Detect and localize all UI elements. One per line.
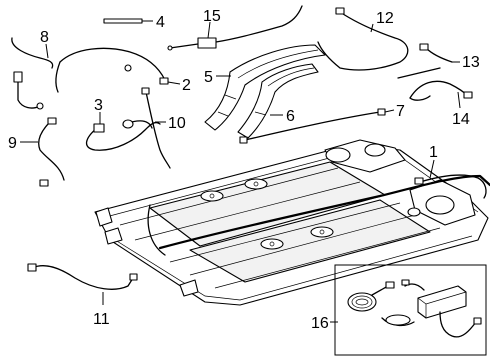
callout-7: 7 — [384, 103, 405, 120]
callout-6-label: 6 — [286, 108, 295, 125]
callout-6: 6 — [270, 108, 295, 125]
part-6-duct — [237, 63, 319, 139]
callout-14: 14 — [452, 91, 470, 128]
part-5-duct — [204, 44, 326, 131]
part-13-lead — [397, 43, 453, 79]
callout-12-label: 12 — [376, 10, 394, 27]
callout-9-label: 9 — [8, 135, 17, 152]
part-14-lead — [409, 80, 473, 101]
callout-1: 1 — [429, 144, 438, 179]
callout-11-label: 11 — [93, 311, 110, 328]
callout-13-label: 13 — [462, 54, 480, 71]
part-2-harness — [55, 47, 169, 93]
part-3-cable — [85, 119, 161, 151]
callout-15-label: 15 — [203, 8, 221, 25]
battery-tray — [94, 139, 490, 306]
callout-2: 2 — [167, 77, 191, 94]
callout-13: 13 — [452, 54, 480, 71]
part-10-lead — [141, 87, 171, 169]
callout-1-label: 1 — [429, 144, 438, 161]
callout-2-label: 2 — [182, 77, 191, 94]
callout-7-label: 7 — [396, 103, 405, 120]
callout-5-label: 5 — [204, 69, 213, 86]
callout-14-label: 14 — [452, 111, 470, 128]
callout-4-label: 4 — [156, 14, 165, 31]
callout-10-label: 10 — [168, 115, 186, 132]
part-1-harness — [414, 174, 487, 199]
part-4-strip — [103, 18, 143, 24]
callout-16: 16 — [311, 315, 338, 332]
callout-8-label: 8 — [40, 29, 49, 46]
callout-16-label: 16 — [311, 315, 329, 332]
part-12-harness — [317, 7, 409, 71]
part-15-module — [167, 5, 303, 51]
part-11-lead — [27, 263, 138, 290]
callout-10: 10 — [155, 115, 186, 132]
callout-15: 15 — [203, 8, 221, 39]
part-7-harness — [239, 108, 386, 144]
part-9-lead — [38, 117, 65, 187]
callout-9: 9 — [8, 135, 38, 152]
callout-12: 12 — [370, 10, 394, 33]
callout-4: 4 — [142, 14, 165, 31]
callout-11: 11 — [93, 292, 110, 328]
callout-8: 8 — [40, 29, 49, 59]
callout-3-label: 3 — [94, 97, 103, 114]
part-16-box — [334, 264, 487, 356]
callout-5: 5 — [204, 69, 231, 86]
part-8-lead — [11, 37, 54, 110]
callout-3: 3 — [94, 97, 103, 124]
